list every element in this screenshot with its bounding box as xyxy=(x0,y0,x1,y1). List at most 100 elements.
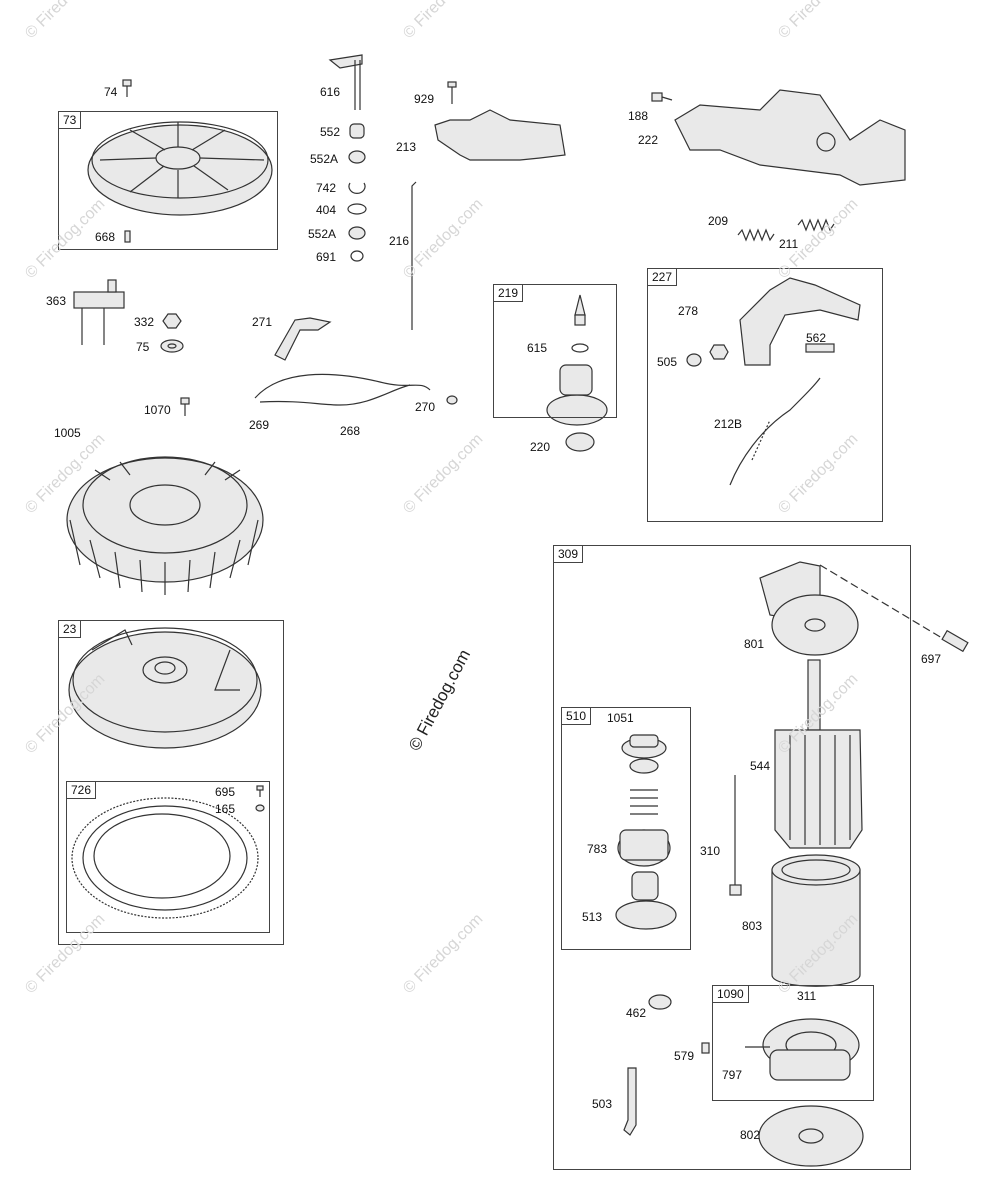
end-cap-802-drawing xyxy=(758,1105,864,1167)
bolt-697-drawing xyxy=(941,629,969,653)
part-label-1051: 1051 xyxy=(607,711,634,725)
part-label-803: 803 xyxy=(742,919,763,933)
part-label-544: 544 xyxy=(750,759,771,773)
pinion-783-drawing xyxy=(617,829,671,867)
part-label-212b: 212B xyxy=(714,417,743,431)
nut-505-drawing xyxy=(686,353,702,367)
fan-1005-drawing xyxy=(66,456,264,595)
group-box-219 xyxy=(493,284,617,418)
pin-615-drawing xyxy=(571,294,589,353)
brush-holder-1090-drawing xyxy=(745,1018,860,1081)
nut-278-drawing xyxy=(709,344,729,360)
part-label-742: 742 xyxy=(316,181,337,195)
part-label-552a-2: 552A xyxy=(308,227,337,241)
screw-929-drawing xyxy=(447,81,457,104)
bushing-552a-2-drawing xyxy=(348,226,366,240)
group-label-309: 309 xyxy=(553,545,584,563)
part-label-404: 404 xyxy=(316,203,337,217)
ring-gear-726-drawing xyxy=(71,797,259,919)
part-label-222: 222 xyxy=(638,133,659,147)
part-label-615: 615 xyxy=(527,341,548,355)
spring-211-drawing xyxy=(797,218,835,232)
screw-188-drawing xyxy=(651,92,673,102)
part-label-220: 220 xyxy=(530,440,551,454)
nut-165-drawing xyxy=(255,804,265,812)
spring-212b-drawing xyxy=(729,377,821,486)
brake-363-drawing xyxy=(73,279,125,345)
part-label-271: 271 xyxy=(252,315,273,329)
part-label-269: 269 xyxy=(249,418,270,432)
group-box-23 xyxy=(58,620,284,945)
group-label-219: 219 xyxy=(493,284,524,302)
bolt-1070-drawing xyxy=(180,397,190,416)
pivot-222-drawing xyxy=(816,132,836,152)
drive-513-drawing xyxy=(615,871,677,930)
cam-220-drawing xyxy=(565,432,595,452)
part-label-216: 216 xyxy=(389,234,410,248)
part-label-188: 188 xyxy=(628,109,649,123)
group-box-73 xyxy=(58,111,278,250)
governor-shaft-616-drawing xyxy=(328,54,363,110)
part-label-1070: 1070 xyxy=(144,403,171,417)
cap-510-drawing xyxy=(621,734,667,759)
bolt-695-drawing xyxy=(256,785,264,797)
washer-404-drawing xyxy=(347,203,367,215)
part-label-213: 213 xyxy=(396,140,417,154)
end-bracket-801-drawing xyxy=(759,561,859,656)
part-label-616: 616 xyxy=(320,85,341,99)
part-label-75: 75 xyxy=(136,340,150,354)
bracket-222-drawing xyxy=(674,89,906,186)
part-label-503: 503 xyxy=(592,1097,613,1111)
group-label-510: 510 xyxy=(561,707,592,725)
nut-332-drawing xyxy=(162,313,182,329)
screw-562-drawing xyxy=(805,343,835,353)
part-label-783: 783 xyxy=(587,842,608,856)
group-box-726 xyxy=(66,781,270,933)
part-label-552: 552 xyxy=(320,125,341,139)
bolt-74-drawing xyxy=(122,79,132,97)
part-label-363: 363 xyxy=(46,294,67,308)
part-label-697: 697 xyxy=(921,652,942,666)
flywheel-23-drawing xyxy=(68,627,262,749)
part-label-801: 801 xyxy=(744,637,765,651)
part-label-505: 505 xyxy=(657,355,678,369)
spring-510-drawing xyxy=(630,789,658,815)
part-label-695: 695 xyxy=(215,785,236,799)
part-label-513: 513 xyxy=(582,910,603,924)
spring-209-drawing xyxy=(737,228,775,242)
strap-503-drawing xyxy=(623,1067,637,1136)
group-box-1090 xyxy=(712,985,874,1101)
bracket-227-drawing xyxy=(739,277,861,366)
part-label-562: 562 xyxy=(806,331,827,345)
nut-579-drawing xyxy=(701,1042,710,1054)
group-label-726: 726 xyxy=(66,781,97,799)
part-label-209: 209 xyxy=(708,214,729,228)
group-label-73: 73 xyxy=(58,111,82,129)
group-box-227 xyxy=(647,268,883,522)
part-label-311: 311 xyxy=(797,989,817,1003)
seal-691-drawing xyxy=(350,250,364,262)
part-label-165: 165 xyxy=(215,802,236,816)
lever-271-drawing xyxy=(274,317,332,361)
part-label-929: 929 xyxy=(414,92,435,106)
part-label-797: 797 xyxy=(722,1068,743,1082)
washer-75-drawing xyxy=(160,339,184,353)
cable-268-drawing xyxy=(254,373,431,406)
ring-742-drawing xyxy=(348,182,366,194)
group-box-510 xyxy=(561,707,691,950)
housing-803-drawing xyxy=(771,854,861,987)
part-label-270: 270 xyxy=(415,400,436,414)
part-label-691: 691 xyxy=(316,250,337,264)
part-label-552a-1: 552A xyxy=(310,152,339,166)
bushing-552a-drawing xyxy=(348,150,366,164)
part-label-668: 668 xyxy=(95,230,116,244)
plate-213-drawing xyxy=(434,109,566,161)
thru-bolt-310-drawing xyxy=(729,775,742,896)
part-label-268: 268 xyxy=(340,424,361,438)
washer-462-drawing xyxy=(648,994,672,1010)
link-216-drawing xyxy=(411,181,417,330)
part-label-579: 579 xyxy=(674,1049,695,1063)
group-box-309 xyxy=(553,545,911,1170)
part-label-211: 211 xyxy=(779,237,799,251)
